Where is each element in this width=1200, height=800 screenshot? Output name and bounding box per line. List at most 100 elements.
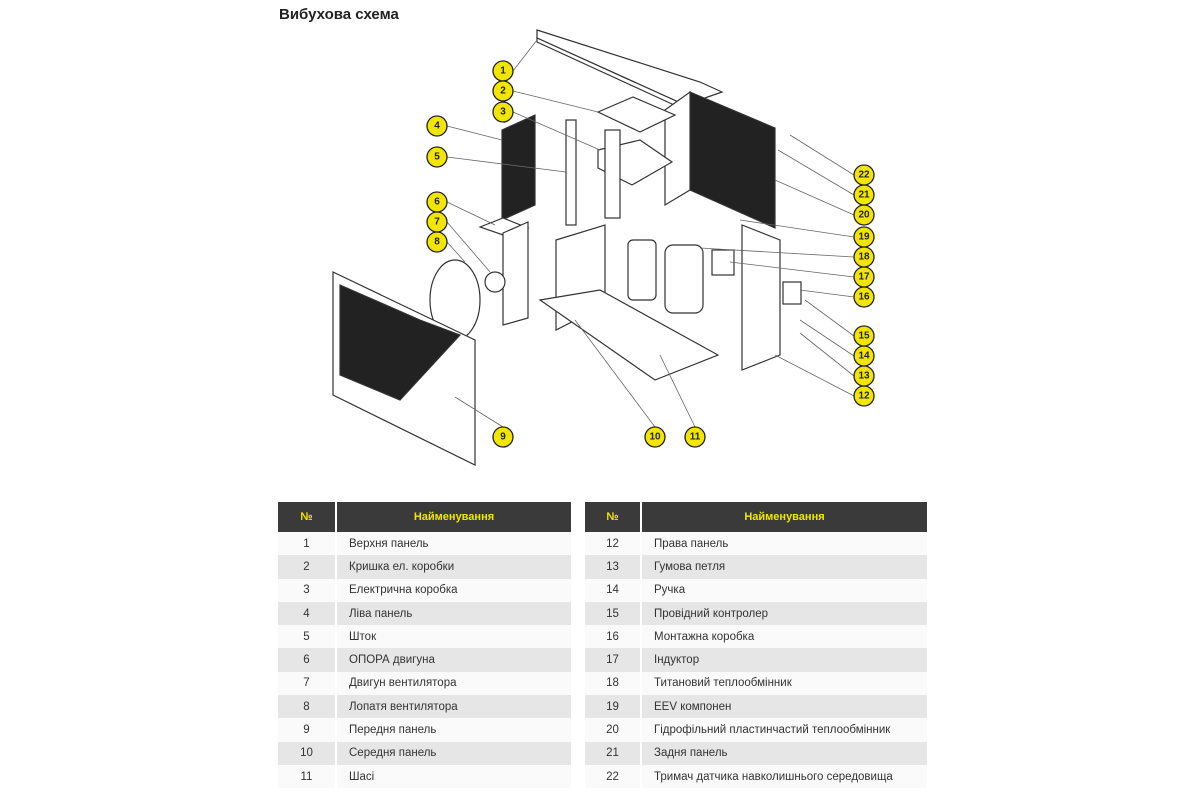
svg-text:16: 16	[858, 292, 870, 303]
part-name: Права панель	[640, 532, 927, 556]
svg-text:19: 19	[858, 232, 870, 243]
svg-text:12: 12	[858, 391, 870, 402]
svg-text:7: 7	[434, 217, 440, 228]
svg-text:20: 20	[858, 210, 870, 221]
callout-5: 5	[426, 146, 448, 168]
leader-lines	[446, 39, 855, 428]
part-number: 4	[278, 601, 336, 626]
exploded-diagram: 1 2 3 4 5 6 7 8 9 10 11 12 13 14 15 16 1…	[332, 29, 875, 466]
chassis-shape	[538, 289, 720, 381]
rod-shape	[565, 119, 577, 226]
part-name: Середня панель	[335, 741, 571, 765]
compressor-shape	[664, 244, 704, 314]
part-name: Гумова петля	[640, 555, 927, 579]
part-name: Монтажна коробка	[640, 625, 927, 649]
part-name: Провідний контролер	[640, 601, 927, 626]
part-name: Задня панель	[640, 741, 927, 765]
callout-9: 9	[492, 426, 514, 448]
part-name: Титановий теплообмінник	[640, 671, 927, 696]
part-name: Ліва панель	[335, 601, 571, 626]
part-name: Індуктор	[640, 648, 927, 672]
part-name: Тримач датчика навколишнього середовища	[640, 764, 927, 789]
svg-text:3: 3	[500, 107, 506, 118]
part-name: Гідрофільний пластинчастий теплообмінник	[640, 718, 927, 742]
svg-text:21: 21	[858, 190, 870, 201]
callout-10: 10	[644, 426, 666, 448]
part-number: 15	[585, 601, 641, 626]
part-number: 22	[585, 764, 641, 789]
header-number: №	[278, 502, 336, 532]
callout-15: 15	[853, 325, 875, 347]
part-number: 6	[278, 648, 336, 672]
part-number: 3	[278, 578, 336, 602]
part-name: EEV компонен	[640, 695, 927, 719]
part-name: Двигун вентилятора	[335, 671, 571, 696]
svg-text:8: 8	[434, 237, 440, 248]
header-number: №	[585, 502, 641, 532]
callout-6: 6	[426, 191, 448, 213]
part-number: 21	[585, 741, 641, 765]
part-number: 7	[278, 671, 336, 696]
svg-text:15: 15	[858, 331, 870, 342]
callout-14: 14	[853, 345, 875, 367]
part-number: 12	[585, 532, 641, 556]
callout-11: 11	[684, 426, 706, 448]
callout-22: 22	[853, 164, 875, 186]
svg-text:14: 14	[858, 351, 870, 362]
callout-18: 18	[853, 246, 875, 268]
svg-text:6: 6	[434, 197, 440, 208]
svg-text:22: 22	[858, 170, 870, 181]
svg-text:2: 2	[500, 86, 506, 97]
part-name: Кришка ел. коробки	[335, 555, 571, 579]
page-title: Вибухова схема	[279, 6, 399, 23]
callouts: 1 2 3 4 5 6 7 8 9 10 11 12 13 14 15 16 1…	[426, 60, 875, 448]
callout-21: 21	[853, 184, 875, 206]
svg-text:9: 9	[500, 432, 506, 443]
callout-8: 8	[426, 231, 448, 253]
part-name: Шток	[335, 625, 571, 649]
callout-7: 7	[426, 211, 448, 233]
part-name: Електрична коробка	[335, 578, 571, 602]
part-number: 16	[585, 625, 641, 649]
callout-16: 16	[853, 286, 875, 308]
part-name: Лопатя вентилятора	[335, 695, 571, 719]
part-name: Передня панель	[335, 718, 571, 742]
svg-text:1: 1	[500, 66, 506, 77]
header-name: Найменування	[335, 502, 571, 532]
part-number: 8	[278, 695, 336, 719]
part-name: ОПОРА двигуна	[335, 648, 571, 672]
callout-19: 19	[853, 226, 875, 248]
part-name: Ручка	[640, 578, 927, 602]
callout-1: 1	[492, 60, 514, 82]
part-name: Верхня панель	[335, 532, 571, 556]
part-number: 1	[278, 532, 336, 556]
header-name: Найменування	[640, 502, 927, 532]
part-number: 13	[585, 555, 641, 579]
callout-4: 4	[426, 115, 448, 137]
right-panel-shape	[741, 224, 781, 371]
svg-text:17: 17	[858, 272, 870, 283]
part-number: 10	[278, 741, 336, 765]
diagram-parts	[332, 29, 802, 466]
svg-text:18: 18	[858, 252, 870, 263]
